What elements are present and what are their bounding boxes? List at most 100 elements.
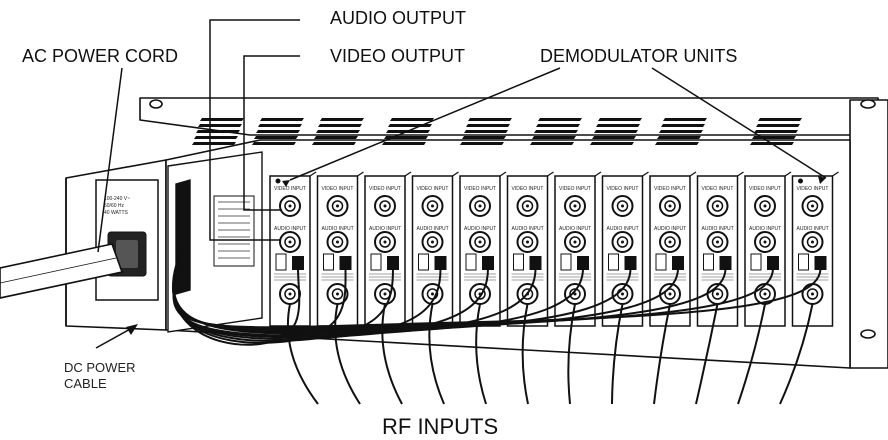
bnc-connector-pin bbox=[383, 292, 387, 296]
module-edge bbox=[594, 171, 602, 177]
ac-power-cord-leader bbox=[97, 67, 123, 253]
bnc-connector-pin bbox=[336, 292, 339, 296]
module-switch bbox=[608, 253, 619, 271]
module-mount-screw bbox=[798, 178, 803, 184]
rf-input-leads bbox=[286, 303, 814, 405]
bnc-connector-pin bbox=[478, 240, 482, 244]
module-audio-input-label: AUDIO INPUT bbox=[464, 226, 496, 232]
vent-slot bbox=[596, 124, 640, 127]
vent-slot bbox=[661, 124, 705, 127]
bnc-connector-pin bbox=[431, 240, 434, 244]
module-terminal-block bbox=[767, 256, 779, 270]
vent-slot bbox=[196, 130, 240, 133]
label-rf-inputs: RF INPUTS bbox=[382, 414, 498, 439]
module-audio-input-label: AUDIO INPUT bbox=[702, 226, 734, 232]
vent-slot bbox=[758, 118, 802, 121]
module-audio-input-label: AUDIO INPUT bbox=[797, 226, 829, 232]
rf-input-lead bbox=[695, 303, 719, 405]
bnc-connector-pin bbox=[763, 292, 767, 296]
bnc-connector-pin bbox=[811, 292, 814, 296]
vent-slot bbox=[538, 118, 582, 121]
vent-slot bbox=[192, 142, 236, 145]
module-video-input-label: VIDEO INPUT bbox=[607, 186, 639, 192]
bnc-connector-pin bbox=[288, 204, 292, 208]
dc-cable-arrow-line bbox=[95, 327, 133, 349]
vent-slot bbox=[464, 130, 508, 133]
vent-slot bbox=[390, 118, 434, 121]
rack-ear-hole-left bbox=[149, 99, 163, 109]
label-dc-power-cable-line1: DC POWER bbox=[64, 360, 136, 375]
bnc-connector-pin bbox=[573, 292, 577, 296]
vent-slot bbox=[194, 136, 238, 139]
power-plate-line3: 40 WATTS bbox=[104, 210, 129, 216]
module-edge bbox=[404, 171, 412, 177]
module-edge bbox=[784, 171, 792, 177]
module-terminal-block bbox=[482, 256, 494, 270]
module-switch bbox=[418, 253, 429, 271]
bnc-connector-pin bbox=[573, 204, 577, 208]
vent-slot bbox=[462, 136, 506, 139]
bnc-connector-pin bbox=[288, 240, 292, 244]
module-switch bbox=[798, 253, 809, 271]
demodulator-leader-left bbox=[289, 67, 561, 181]
module-switch bbox=[370, 253, 382, 271]
module-edge bbox=[452, 171, 459, 177]
rf-input-lead bbox=[521, 303, 529, 405]
module-terminal-block bbox=[339, 256, 352, 270]
module-edge bbox=[689, 171, 697, 177]
module-edge bbox=[309, 171, 317, 177]
rack-ear-hole-top bbox=[860, 99, 876, 109]
module-switch bbox=[560, 253, 572, 271]
vent-slot bbox=[530, 142, 574, 145]
bnc-connector-pin bbox=[811, 240, 814, 244]
module-audio-input-label: AUDIO INPUT bbox=[654, 226, 686, 232]
rf-input-lead bbox=[779, 303, 814, 405]
module-audio-input-label: AUDIO INPUT bbox=[417, 226, 449, 232]
bnc-connector-pin bbox=[573, 240, 577, 244]
vent-slot bbox=[256, 130, 300, 133]
ac-power-cord bbox=[0, 243, 124, 299]
module-video-input-label: VIDEO INPUT bbox=[797, 186, 829, 192]
power-plate-line2: 50/60 Hz bbox=[104, 203, 125, 209]
vent-slot bbox=[198, 124, 242, 127]
audio-output-leader bbox=[209, 19, 300, 241]
module-edge bbox=[547, 171, 554, 177]
module-terminal-block bbox=[434, 256, 447, 270]
module-terminal-block bbox=[529, 256, 542, 270]
rf-input-lead bbox=[428, 303, 445, 405]
module-switch bbox=[323, 253, 334, 271]
callout-lines bbox=[95, 19, 827, 349]
vent-slot bbox=[756, 124, 800, 127]
module-edge bbox=[737, 171, 744, 177]
bnc-connector-pin bbox=[526, 240, 529, 244]
bnc-connector-pin bbox=[668, 292, 672, 296]
label-demodulator-units: DEMODULATOR UNITS bbox=[540, 46, 737, 66]
dc-cable-wire bbox=[173, 265, 774, 330]
vent-slot bbox=[260, 118, 304, 121]
label-dc-power-cable-line2: CABLE bbox=[64, 376, 107, 391]
vent-slot bbox=[258, 124, 302, 127]
power-cord-body bbox=[0, 243, 124, 299]
vent-slot bbox=[598, 118, 642, 121]
vent-slot bbox=[659, 130, 703, 133]
module-video-input-label: VIDEO INPUT bbox=[512, 186, 544, 192]
label-audio-output: AUDIO OUTPUT bbox=[330, 8, 466, 28]
ac-power-plate: 100-240 V~ 50/60 Hz 40 WATTS bbox=[95, 179, 159, 301]
demodulator-leader-right bbox=[651, 67, 827, 179]
vent-slot bbox=[460, 142, 504, 145]
dc-cable-arrowhead bbox=[126, 324, 138, 335]
vent-slot bbox=[536, 124, 580, 127]
bnc-connector-pin bbox=[383, 240, 387, 244]
module-terminal-block bbox=[624, 256, 637, 270]
rf-input-lead bbox=[653, 303, 671, 405]
module-audio-input-label: AUDIO INPUT bbox=[322, 226, 354, 232]
bnc-connector-pin bbox=[431, 204, 434, 208]
vent-slot bbox=[314, 136, 358, 139]
module-video-input-label: VIDEO INPUT bbox=[274, 186, 306, 192]
